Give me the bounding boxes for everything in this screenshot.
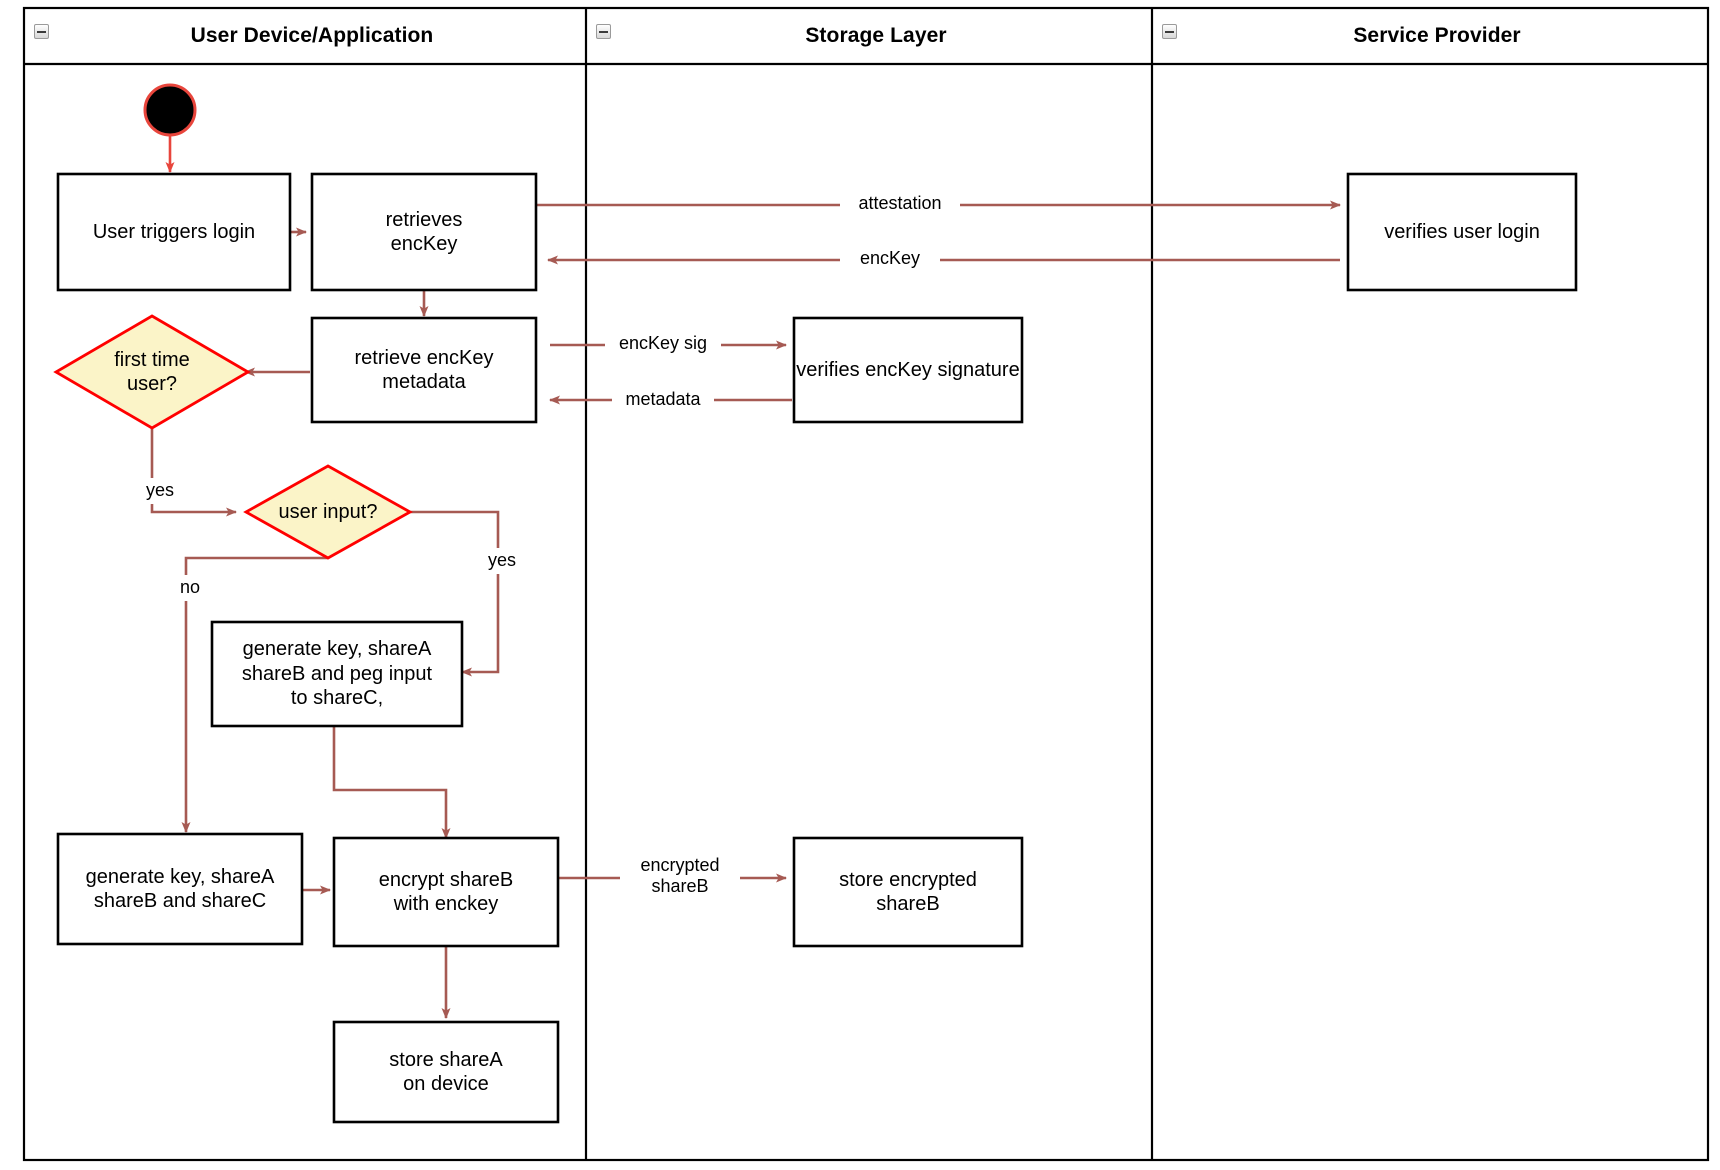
edge-label-attestation: attestation	[840, 190, 960, 218]
node-user-triggers-login	[56, 172, 292, 292]
node-encrypt-shareb	[332, 836, 560, 948]
node-retrieves-enckey	[310, 172, 538, 292]
swimlane-header-storage: Storage Layer	[602, 8, 1150, 64]
edge-label-enckey-sig: encKey sig	[605, 330, 721, 358]
node-store-encrypted-shareb	[792, 836, 1024, 948]
swimlane-label: Service Provider	[1353, 24, 1521, 47]
node-verifies-user-login	[1346, 172, 1578, 292]
swimlane-header-service-provider: Service Provider	[1168, 8, 1706, 64]
node-generate-peg-input	[210, 620, 464, 728]
swimlane-label: Storage Layer	[805, 24, 947, 47]
edge-label-userinput-yes: yes	[478, 548, 526, 574]
initial-node	[143, 83, 197, 137]
node-store-sharea-on-device	[332, 1020, 560, 1124]
node-retrieve-enckey-metadata	[310, 316, 538, 424]
collapse-minus-icon-lane-2[interactable]	[596, 24, 611, 39]
node-shapes	[56, 172, 1578, 1124]
edge-label-metadata: metadata	[612, 386, 714, 414]
decision-first-time-user	[53, 314, 251, 430]
decision-user-input	[243, 464, 413, 560]
edge-label-userinput-no: no	[170, 575, 210, 601]
swimlane-label: User Device/Application	[190, 24, 434, 47]
node-generate-shares	[56, 832, 304, 946]
edge-label-encrypted-shareb: encrypted shareB	[620, 848, 740, 904]
swimlane-header-user-device: User Device/Application	[40, 8, 584, 64]
edge-label-enckey: encKey	[840, 245, 940, 273]
edge-label-firsttime-yes: yes	[136, 478, 184, 504]
collapse-minus-icon-lane-3[interactable]	[1162, 24, 1177, 39]
collapse-minus-icon-lane-1[interactable]	[34, 24, 49, 39]
node-verifies-enckey-signature	[792, 316, 1024, 424]
decision-shapes	[53, 314, 413, 560]
